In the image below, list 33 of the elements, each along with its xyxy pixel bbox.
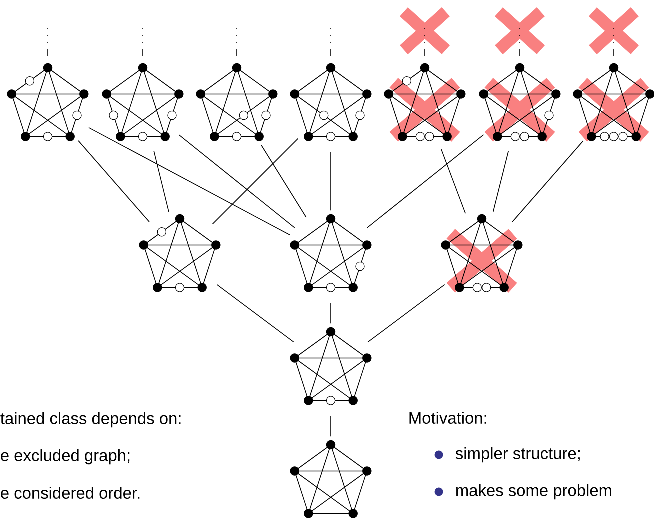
graph-drawing [290,327,372,406]
graph-drawing [290,214,372,292]
heading-text: tained class depends on: [0,412,181,428]
list-item: makes some problem [456,484,612,500]
edge [366,134,484,228]
graph-drawing [102,63,184,142]
edge [492,150,510,212]
graph-drawing [196,63,278,142]
edge [88,127,290,236]
graph-drawing [139,214,221,292]
list-item: e excluded graph; [1,449,130,465]
edge [330,152,332,211]
graph-drawing [290,440,372,518]
list-item: e considered order. [1,486,140,500]
edge [330,303,332,324]
edge [330,416,332,437]
edge [178,134,296,228]
edge [216,284,294,343]
graph-drawing [384,63,466,142]
edge [78,140,150,222]
heading-text: Motivation: [410,412,486,424]
graph-drawing [7,63,89,142]
edge [368,284,446,343]
edge [154,150,170,212]
list-item: simpler structure; [456,447,580,463]
edge [441,149,466,214]
graph-drawing [573,63,654,142]
edge [512,140,584,222]
graph-drawing [290,63,372,142]
graph-drawing [441,214,523,292]
graph-drawing [479,63,561,142]
edge [212,138,299,225]
edge [261,144,307,218]
